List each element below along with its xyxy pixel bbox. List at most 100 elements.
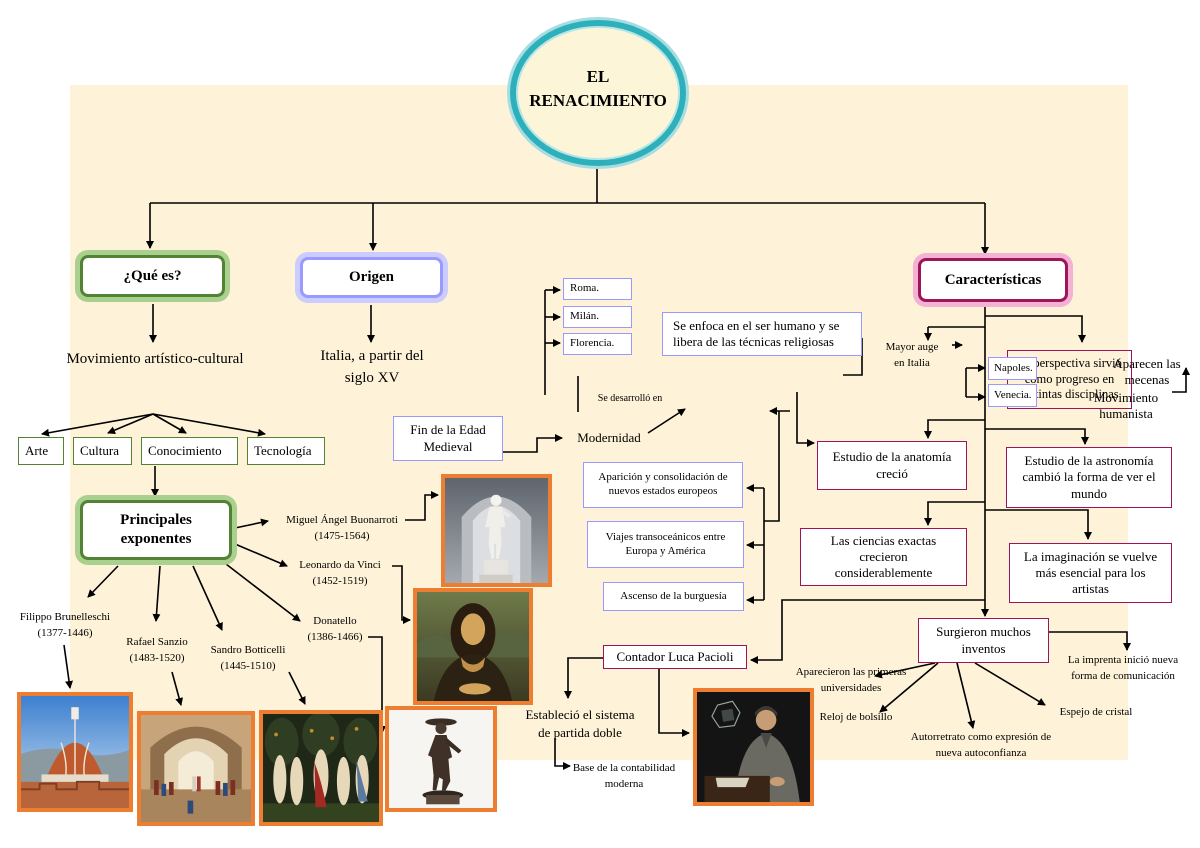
person-botticelli: Sandro Botticelli (1445-1510) xyxy=(196,642,300,674)
perspectiva-line: La perspectiva sirvió xyxy=(1017,356,1122,371)
exponentes-label-line: Principales xyxy=(120,512,192,529)
city-label: Napoles. xyxy=(994,361,1033,374)
imaginacion-line: artistas xyxy=(1072,581,1109,597)
person-name: Leonardo da Vinci xyxy=(299,559,381,571)
mayor-auge-line: en Italia xyxy=(894,357,930,369)
perspectiva-line: distintas disciplinas xyxy=(1020,387,1119,402)
origen-label: Origen xyxy=(349,269,394,286)
person-name: Rafael Sanzio xyxy=(126,636,188,648)
person-years: (1475-1564) xyxy=(314,530,370,542)
city-napoles: Napoles. xyxy=(988,357,1037,380)
city-milan: Milán. xyxy=(563,306,632,328)
person-leonardo: Leonardo da Vinci (1452-1519) xyxy=(282,557,398,589)
origen-answer-line: Italia, a partir del xyxy=(320,348,424,364)
partida-doble-text: Estableció el sistema de partida doble xyxy=(500,706,660,742)
estados-europeos-box: Aparición y consolidación de nuevos esta… xyxy=(583,462,743,508)
luca-pacioli-portrait xyxy=(693,688,814,806)
mayor-auge-text: Mayor auge en Italia xyxy=(880,339,944,371)
inventos-line: Surgieron muchos xyxy=(936,624,1031,640)
area-label: Tecnología xyxy=(254,442,312,458)
anatomia-line: creció xyxy=(876,465,908,481)
inventos-box: Surgieron muchos inventos xyxy=(918,618,1049,663)
city-label: Roma. xyxy=(570,282,600,295)
person-miguel-angel: Miguel Ángel Buonarroti (1475-1564) xyxy=(267,512,417,544)
enfoque-line: Se enfoca en el ser humano y se xyxy=(673,317,840,333)
perspectiva-line: como progreso en xyxy=(1024,371,1115,386)
astronomia-box: Estudio de la astronomía cambió la forma… xyxy=(1006,447,1172,508)
pacioli-label: Contador Luca Pacioli xyxy=(616,648,734,664)
universidades-line: universidades xyxy=(820,682,882,694)
city-florencia: Florencia. xyxy=(563,333,632,355)
title-line-1: EL xyxy=(586,67,610,86)
anatomia-box: Estudio de la anatomía creció xyxy=(817,441,967,490)
donatello-bronze-image xyxy=(385,706,497,812)
mona-lisa-image xyxy=(413,588,533,705)
contabilidad-line: Base de la contabilidad xyxy=(572,762,676,774)
perspectiva-box: La perspectiva sirvió como progreso en d… xyxy=(1007,350,1132,409)
imaginacion-box: La imaginación se vuelve más esencial pa… xyxy=(1009,543,1172,603)
astronomia-line: cambió la forma de ver el xyxy=(1022,469,1156,485)
viajes-box: Viajes transoceánicos entre Europa y Amé… xyxy=(587,521,744,568)
person-name: Donatello xyxy=(313,615,357,627)
person-years: (1445-1510) xyxy=(220,660,276,672)
caracteristicas-label: Características xyxy=(944,271,1042,288)
mecenas-line: Aparecen las xyxy=(1113,356,1181,371)
imaginacion-line: La imaginación se vuelve xyxy=(1023,548,1158,564)
person-years: (1386-1466) xyxy=(307,631,363,643)
universidades-line: Aparecieron las primeras xyxy=(795,666,907,678)
school-of-athens-image xyxy=(137,711,255,826)
city-label: Venecia. xyxy=(994,388,1032,401)
city-label: Florencia. xyxy=(570,337,615,350)
contabilidad-line: moderna xyxy=(604,778,644,790)
imprenta-text: La imprenta inició nueva forma de comuni… xyxy=(1053,652,1193,684)
viajes-line: Europa y América xyxy=(625,544,706,557)
title-ellipse: EL RENACIMIENTO xyxy=(510,20,686,166)
area-tecnologia: Tecnología xyxy=(247,437,325,465)
autorretrato-line: nueva autoconfianza xyxy=(935,747,1027,759)
city-label: Milán. xyxy=(570,310,600,323)
ciencias-line: considerablemente xyxy=(834,565,933,581)
que-es-answer: Movimiento artístico-cultural xyxy=(66,351,244,367)
anatomia-line: Estudio de la anatomía xyxy=(832,449,952,465)
fin-edad-media-line: Fin de la Edad xyxy=(410,422,486,438)
imaginacion-line: más esencial para los xyxy=(1035,564,1146,580)
enfoque-line: libera de las técnicas religiosas xyxy=(673,334,834,349)
area-label: Cultura xyxy=(80,442,119,458)
fin-edad-media-box: Fin de la Edad Medieval xyxy=(393,416,503,461)
david-statue-image xyxy=(441,474,552,587)
origen-box: Origen xyxy=(300,257,443,298)
estados-line: Aparición y consolidación de xyxy=(598,471,728,484)
ciencias-line: Las ciencias exactas xyxy=(830,532,937,548)
person-years: (1452-1519) xyxy=(312,575,368,587)
que-es-box: ¿Qué es? xyxy=(80,255,225,297)
origen-answer-line: siglo XV xyxy=(344,370,400,386)
person-name: Miguel Ángel Buonarroti xyxy=(286,514,398,526)
origen-answer: Italia, a partir del siglo XV xyxy=(287,345,457,389)
que-es-label: ¿Qué es? xyxy=(123,267,182,284)
person-donatello: Donatello (1386-1466) xyxy=(290,613,380,645)
exponentes-label-line: exponentes xyxy=(120,531,192,547)
person-years: (1483-1520) xyxy=(129,652,185,664)
city-venecia: Venecia. xyxy=(988,384,1037,407)
ciencias-line: crecieron xyxy=(859,548,908,564)
modernidad-label: Modernidad xyxy=(577,430,641,445)
astronomia-line: mundo xyxy=(1070,485,1108,501)
area-cultura: Cultura xyxy=(73,437,132,465)
exponentes-box: Principales exponentes xyxy=(80,500,232,560)
pacioli-box: Contador Luca Pacioli xyxy=(603,645,747,669)
se-desarrollo-label: Se desarrolló en xyxy=(597,393,663,404)
burguesia-box: Ascenso de la burguesía xyxy=(603,582,744,611)
humanismo-text: Movimiento humanista xyxy=(1076,390,1176,422)
humanismo-line: Movimiento xyxy=(1093,390,1159,405)
area-conocimiento: Conocimiento xyxy=(141,437,238,465)
partida-doble-line: de partida doble xyxy=(538,725,622,740)
fin-edad-media-line: Medieval xyxy=(423,438,473,454)
autorretrato-line: Autorretrato como expresión de xyxy=(910,731,1052,743)
primavera-image xyxy=(259,710,383,826)
imprenta-line: La imprenta inició nueva xyxy=(1067,654,1179,666)
burguesia-line: Ascenso de la burguesía xyxy=(620,589,727,602)
person-rafael: Rafael Sanzio (1483-1520) xyxy=(112,634,202,666)
city-roma: Roma. xyxy=(563,278,632,300)
ciencias-box: Las ciencias exactas crecieron considera… xyxy=(800,528,967,586)
person-years: (1377-1446) xyxy=(37,627,93,639)
